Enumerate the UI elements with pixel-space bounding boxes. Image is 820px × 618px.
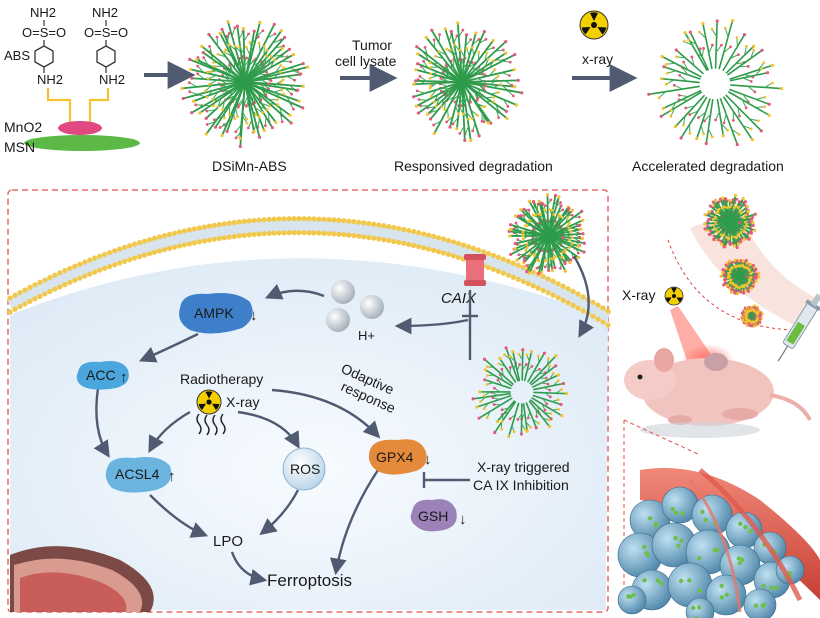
mitochondrion bbox=[10, 546, 154, 612]
msn-layer bbox=[24, 135, 140, 151]
nanoparticle-in-vivo-3 bbox=[740, 304, 764, 328]
mno2-layer bbox=[58, 121, 102, 135]
nanoparticle-degraded-cell bbox=[471, 346, 569, 439]
particle-label-1: DSiMn-ABS bbox=[212, 158, 287, 174]
arrow-label-tumor: Tumor bbox=[352, 37, 392, 53]
nh2-top-right: NH2 bbox=[92, 5, 118, 20]
ros-label: ROS bbox=[290, 461, 320, 477]
sulfonyl-right: O=S=O bbox=[84, 25, 128, 40]
arrow-acc-to-acsl4 bbox=[93, 387, 110, 458]
ampk-arrow: ↓ bbox=[250, 307, 258, 324]
radiation-icon-cell bbox=[196, 389, 226, 436]
nanoparticle-accelerated bbox=[647, 19, 784, 147]
arrow-radio-to-gpx4 bbox=[271, 388, 381, 439]
syringe bbox=[777, 293, 820, 362]
nanoparticle-responsive bbox=[411, 21, 524, 142]
mouse bbox=[624, 348, 812, 438]
tumor-tissue bbox=[617, 468, 820, 618]
cell-interior bbox=[10, 258, 608, 610]
arrow-acsl4-to-lpo bbox=[149, 494, 209, 538]
nh2-bottom-left: NH2 bbox=[37, 72, 63, 87]
gsh-label: GSH bbox=[418, 508, 448, 524]
arrow-h-to-ampk bbox=[264, 283, 325, 300]
ros-sphere bbox=[282, 447, 326, 491]
acc-protein bbox=[76, 361, 129, 390]
right-panel: X-ray bbox=[617, 193, 820, 618]
msn-label: MSN bbox=[4, 139, 35, 155]
arrow-xray-to-acsl4 bbox=[148, 410, 191, 453]
abs-label: ABS bbox=[4, 48, 30, 63]
nanoparticle-outside-cell bbox=[507, 193, 586, 275]
benzene-ring-left bbox=[34, 45, 54, 68]
ampk-label: AMPK bbox=[194, 305, 234, 321]
linker-right bbox=[88, 88, 110, 122]
radiotherapy-label: Radiotherapy bbox=[180, 371, 263, 387]
acsl4-arrow: ↑ bbox=[168, 468, 176, 485]
gpx4-label: GPX4 bbox=[376, 449, 414, 465]
particle-label-3: Accelerated degradation bbox=[632, 158, 784, 174]
proton-spheres bbox=[326, 280, 384, 332]
arrow-caix-to-h bbox=[394, 317, 469, 335]
chemical-structure: NH2 O=S=O NH2 NH2 O=S=O NH2 ABS MnO2 MSN bbox=[4, 5, 140, 155]
arrow-label-xray: x-ray bbox=[582, 51, 613, 67]
acsl4-label: ACSL4 bbox=[115, 466, 160, 482]
arrow-particle-entry bbox=[572, 255, 594, 338]
gsh-protein bbox=[410, 499, 457, 532]
nanoparticle-dsimn-abs bbox=[180, 20, 310, 149]
arrow-xray-to-ros bbox=[237, 410, 300, 449]
h-plus-label: H+ bbox=[358, 328, 375, 343]
arrow-lpo-to-ferroptosis bbox=[230, 551, 268, 586]
ampk-protein bbox=[179, 293, 253, 334]
arrow-ampk-to-acc bbox=[138, 332, 199, 363]
gpx4-arrow: ↓ bbox=[424, 451, 432, 468]
gsh-arrow: ↓ bbox=[459, 511, 467, 528]
nanoparticle-in-vivo-2 bbox=[719, 258, 761, 296]
xray-triggered-label-2: CA IX Inhibition bbox=[473, 477, 569, 493]
xray-cell-label: X-ray bbox=[226, 394, 259, 410]
nh2-bottom-right: NH2 bbox=[99, 72, 125, 87]
caix-label: CAIX bbox=[441, 290, 477, 307]
nh2-top-left: NH2 bbox=[30, 5, 56, 20]
particle-label-2: Responsived degradation bbox=[394, 158, 553, 174]
arrow-gpx4-to-ferroptosis bbox=[330, 469, 380, 576]
xray-invivo-label: X-ray bbox=[622, 287, 655, 303]
radiation-icon-invivo bbox=[664, 286, 684, 306]
ferroptosis-label: Ferroptosis bbox=[267, 571, 352, 590]
caix-channel bbox=[464, 254, 486, 286]
sulfonyl-left: O=S=O bbox=[22, 25, 66, 40]
radiation-icon-top bbox=[579, 10, 609, 40]
cell-panel: CAIX H+ AMPK ↓ ACC ↑ bbox=[6, 189, 612, 613]
mno2-label: MnO2 bbox=[4, 119, 42, 135]
lpo-label: LPO bbox=[213, 533, 243, 550]
benzene-ring-right bbox=[96, 45, 116, 68]
arrow-label-lysate: cell lysate bbox=[335, 53, 397, 69]
cell-membrane bbox=[6, 216, 612, 328]
acc-arrow: ↑ bbox=[120, 369, 128, 386]
xray-triggered-label-1: X-ray triggered bbox=[477, 459, 570, 475]
gpx4-protein bbox=[368, 439, 427, 475]
acsl4-protein bbox=[105, 457, 172, 493]
nanoparticle-in-vivo-1 bbox=[703, 193, 757, 250]
arrow-ros-to-lpo bbox=[259, 489, 300, 536]
linker-left bbox=[46, 88, 72, 122]
acc-label: ACC bbox=[86, 367, 116, 383]
